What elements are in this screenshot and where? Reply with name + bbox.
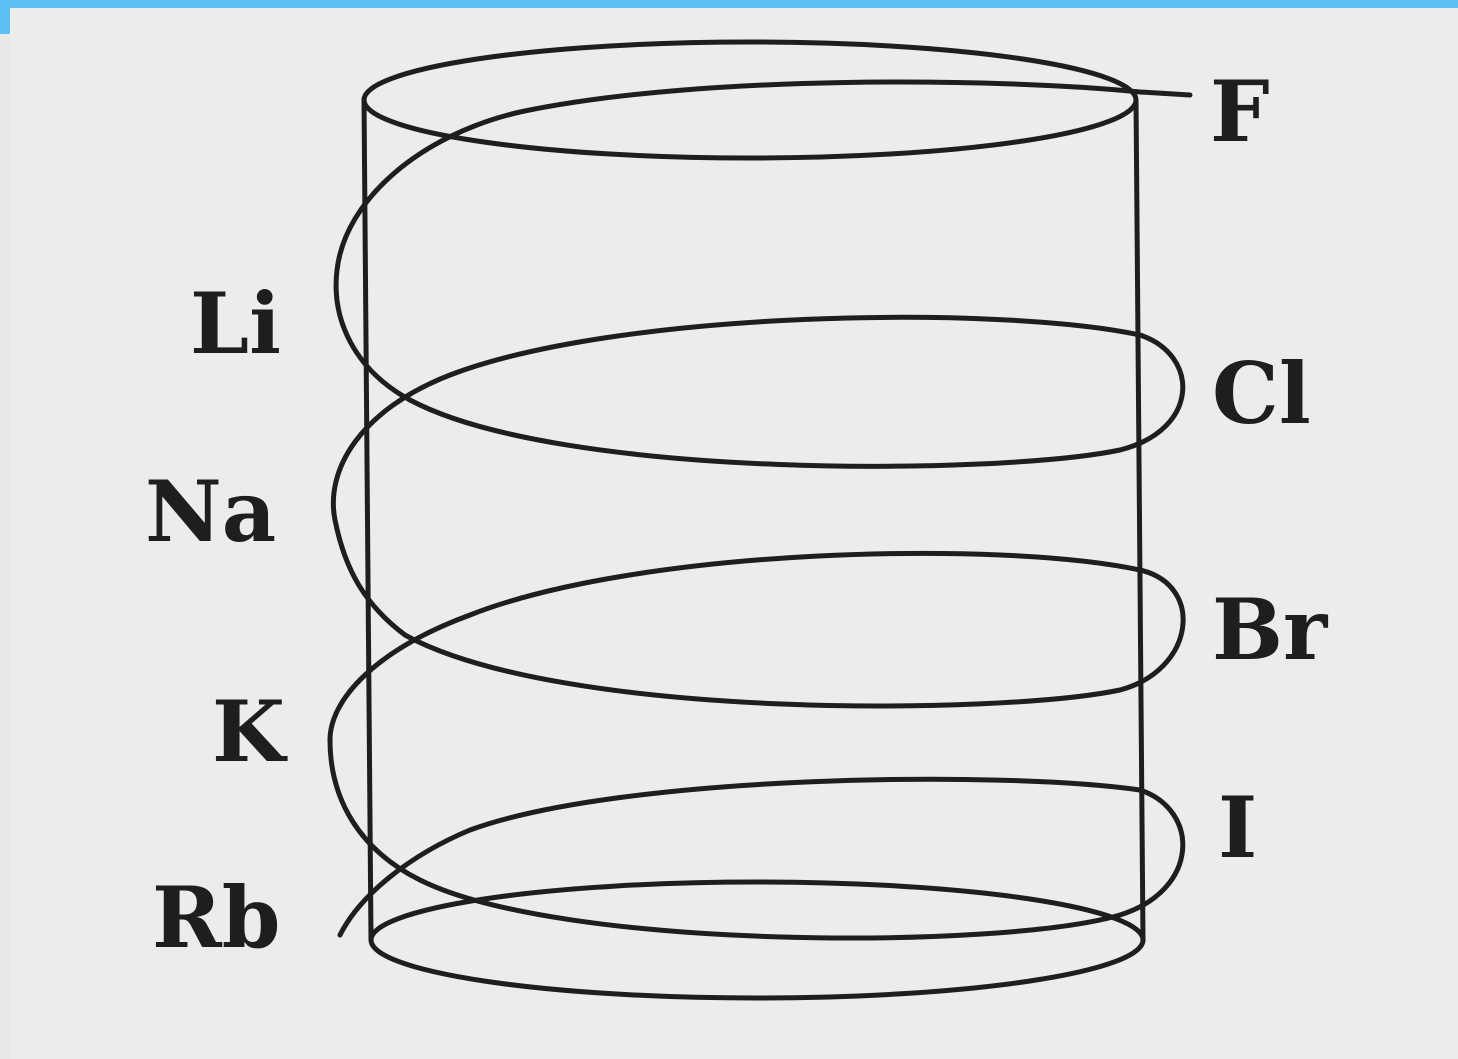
label-lithium: Li [190,274,281,373]
label-sodium: Na [145,462,277,561]
cylinder-bottom-ellipse [368,879,1146,1001]
label-iodine: I [1218,778,1258,877]
cylinder-left-edge [361,97,374,943]
cylinder-right-edge [1133,97,1146,943]
label-bromine: Br [1212,580,1328,679]
label-chlorine: Cl [1212,344,1311,443]
cylinder-top-ellipse [361,39,1139,161]
label-potassium: K [212,682,286,781]
spiral-curve [327,79,1193,941]
label-fluorine: F [1210,62,1270,161]
accent-left-tab [0,0,10,34]
accent-top-bar [0,0,1458,8]
label-rubidium: Rb [152,868,281,967]
